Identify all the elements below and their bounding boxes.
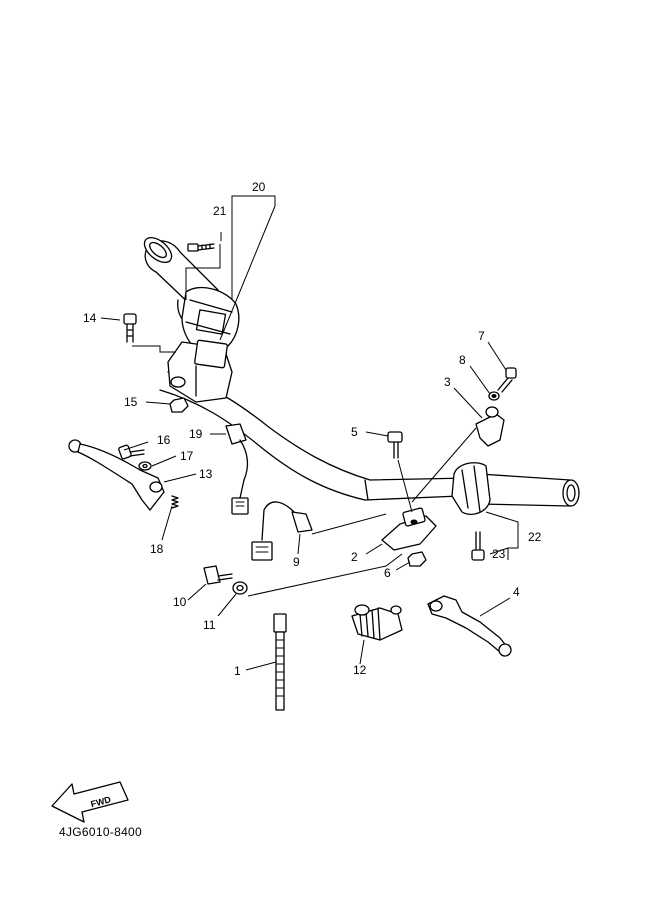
bolt-14 (123, 313, 137, 343)
callout-17: 17 (180, 449, 194, 463)
bolt-5 (387, 431, 403, 459)
callout-18: 18 (150, 542, 164, 556)
callout-11: 11 (203, 618, 216, 632)
clutch-lever-holder (167, 339, 233, 403)
bolt-16 (118, 444, 145, 460)
holder-12 (351, 604, 403, 641)
callout-20: 20 (252, 180, 266, 194)
callout-9: 9 (293, 555, 300, 569)
nut-15 (169, 397, 189, 413)
holder-3 (475, 406, 505, 447)
leader-lines (100, 195, 519, 671)
callout-23: 23 (492, 547, 506, 561)
brake-lever-4 (427, 595, 512, 657)
callout-13: 13 (199, 467, 213, 481)
callout-labels: 20 21 14 15 19 16 17 13 18 10 11 9 1 2 5… (83, 180, 542, 678)
callout-12: 12 (353, 663, 367, 677)
callout-7: 7 (478, 329, 485, 343)
right-grip (479, 473, 580, 507)
nut-6 (407, 551, 427, 567)
bracket-2 (381, 507, 437, 551)
clutch-switch-19 (225, 423, 249, 515)
callout-4: 4 (513, 585, 520, 599)
bolt-10 (203, 565, 233, 585)
callout-19: 19 (189, 427, 203, 441)
screw-23 (471, 531, 485, 561)
callout-16: 16 (157, 433, 171, 447)
washer-8 (488, 391, 500, 401)
clutch-lever-13 (68, 439, 165, 511)
callout-14: 14 (83, 311, 97, 325)
callout-8: 8 (459, 353, 466, 367)
left-switch-housing (181, 287, 240, 353)
callout-2: 2 (351, 550, 358, 564)
right-switch-housing (451, 462, 491, 515)
callout-22: 22 (528, 530, 542, 544)
washer-17 (138, 461, 152, 471)
diagram-code: 4JG6010-8400 (59, 825, 142, 839)
callout-3: 3 (444, 375, 451, 389)
callout-1: 1 (234, 664, 241, 678)
cable-tie-1 (273, 613, 287, 711)
nut-11 (232, 581, 248, 595)
fwd-arrow-icon: FWD (51, 781, 129, 823)
screw-21 (187, 243, 215, 252)
spring-18 (171, 495, 179, 509)
callout-21: 21 (213, 204, 227, 218)
callout-5: 5 (351, 425, 358, 439)
screw-7 (497, 367, 517, 393)
callout-15: 15 (124, 395, 138, 409)
callout-10: 10 (173, 595, 187, 609)
callout-6: 6 (384, 566, 391, 580)
switch-9 (251, 501, 313, 561)
